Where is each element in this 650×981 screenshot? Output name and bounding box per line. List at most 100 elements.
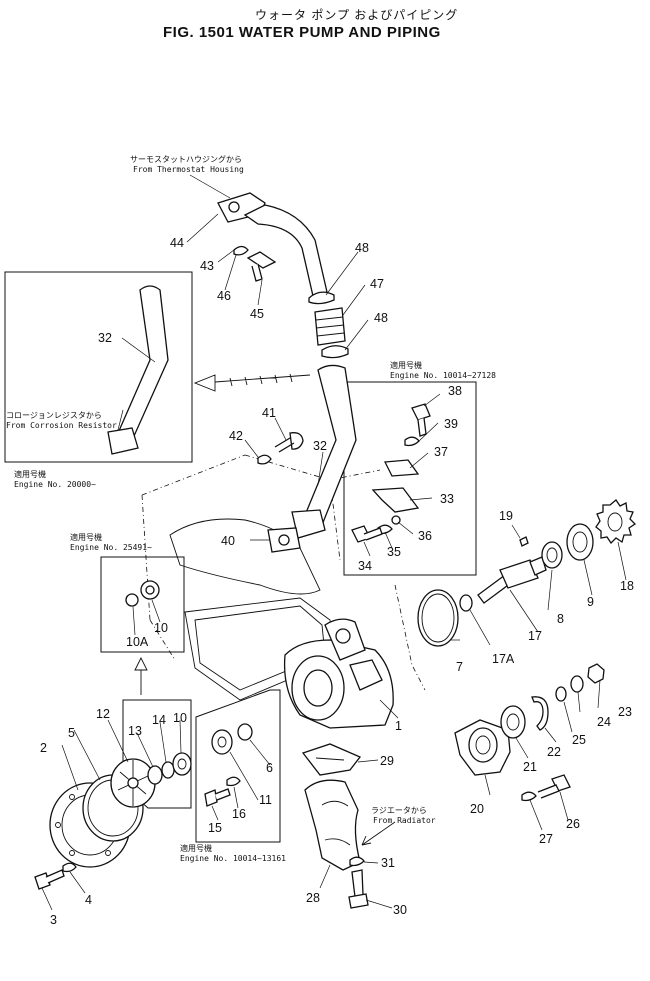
o-ring-7 <box>417 589 459 647</box>
belt-line <box>394 584 426 691</box>
label-9: 9 <box>587 595 594 609</box>
label-16: 16 <box>232 807 246 821</box>
label-32: 32 <box>313 439 327 453</box>
nut-23 <box>587 663 605 684</box>
label-37: 37 <box>434 445 448 459</box>
washer-4 <box>62 862 77 873</box>
box-engine-10014-27128 <box>343 381 477 576</box>
label-35: 35 <box>387 545 401 559</box>
hose-clamp-48-lower <box>321 345 349 359</box>
box-parts-11-16 <box>195 689 281 843</box>
note-engine-25491: Engine No. 25491~ <box>70 543 152 552</box>
label-22: 22 <box>547 745 561 759</box>
label-48-upper: 48 <box>355 241 369 255</box>
label-28: 28 <box>306 891 320 905</box>
label-1: 1 <box>395 719 402 733</box>
label-33: 33 <box>440 492 454 506</box>
seal-11 <box>211 729 233 755</box>
label-43: 43 <box>200 259 214 273</box>
label-21: 21 <box>523 760 537 774</box>
hose-clamp-48-upper <box>308 291 335 305</box>
label-3: 3 <box>50 913 57 927</box>
label-17a: 17A <box>492 652 515 666</box>
label-25: 25 <box>572 733 586 747</box>
label-40: 40 <box>221 534 235 548</box>
bolt-45 <box>246 251 277 282</box>
note-thermostat-en: From Thermostat Housing <box>133 165 244 174</box>
label-31: 31 <box>381 856 395 870</box>
bolt-30 <box>348 869 369 909</box>
seal-14 <box>161 761 175 779</box>
label-6: 6 <box>266 761 273 775</box>
figure-title-japanese: ウォータ ポンプ およびパイピング <box>255 8 459 22</box>
seal-10a <box>125 593 139 607</box>
note-engine-20000: Engine No. 20000~ <box>14 480 96 489</box>
washer-42 <box>257 454 272 465</box>
radiator-arrow <box>361 821 396 846</box>
note-applicable-jp-3: 適用号機 <box>390 361 422 370</box>
label-10a: 10A <box>126 635 149 649</box>
box-engine-25491 <box>100 556 185 653</box>
bracket-33 <box>371 487 420 513</box>
bolt-26 <box>537 774 571 799</box>
label-5: 5 <box>68 726 75 740</box>
label-45: 45 <box>250 307 264 321</box>
note-engine-10014-27128: Engine No. 10014~27128 <box>390 371 496 380</box>
label-17: 17 <box>528 629 542 643</box>
inset-water-pipe-32 <box>114 285 169 446</box>
note-corrosion-jp: コロージョンレジスタから <box>6 411 102 420</box>
pipe-flange-40 <box>267 509 326 553</box>
note-applicable-jp-2: 適用号機 <box>70 533 102 542</box>
inset-box-corrosion <box>4 271 193 463</box>
note-applicable-jp-4: 適用号機 <box>180 844 212 853</box>
label-20: 20 <box>470 802 484 816</box>
label-11: 11 <box>259 793 272 807</box>
label-47: 47 <box>370 277 384 291</box>
label-13: 13 <box>128 724 142 738</box>
washer-31 <box>349 856 365 867</box>
seal-10-lower <box>172 752 192 776</box>
note-engine-10014-13161: Engine No. 10014~13161 <box>180 854 286 863</box>
label-19: 19 <box>499 509 513 523</box>
label-46: 46 <box>217 289 231 303</box>
snap-ring-22 <box>531 696 549 731</box>
label-24: 24 <box>597 715 611 729</box>
upward-arrow <box>134 656 148 695</box>
shaft-17 <box>477 556 547 604</box>
gear-18 <box>595 499 637 545</box>
label-15: 15 <box>208 821 222 835</box>
label-10-lower: 10 <box>173 711 187 725</box>
upper-water-pipe-43 <box>243 204 328 297</box>
leader-lines <box>41 174 627 911</box>
washer-16 <box>226 776 241 787</box>
housing-20 <box>454 719 511 776</box>
washer-25 <box>555 686 567 702</box>
label-29: 29 <box>380 754 394 768</box>
figure-title: FIG. 1501 WATER PUMP AND PIPING <box>163 24 441 41</box>
label-12: 12 <box>96 707 110 721</box>
part-labels: 44 43 46 45 48 47 48 32 41 42 32 40 38 3… <box>40 236 634 927</box>
inlet-connector-28 <box>304 779 361 871</box>
clip-37 <box>383 459 420 477</box>
label-27: 27 <box>539 832 553 846</box>
bolt-3 <box>34 869 65 890</box>
lock-washer-24 <box>570 675 584 693</box>
note-corrosion-en: From Corrosion Resistor <box>6 421 117 430</box>
label-41: 41 <box>262 406 276 420</box>
note-applicable-jp-1: 適用号機 <box>14 470 46 479</box>
label-23: 23 <box>618 705 632 719</box>
impeller-12 <box>110 758 156 808</box>
label-32-inset: 32 <box>98 331 112 345</box>
water-pipe-32 <box>302 364 357 526</box>
label-48-lower: 48 <box>374 311 388 325</box>
seal-13 <box>147 765 163 785</box>
label-8: 8 <box>557 612 564 626</box>
label-36: 36 <box>418 529 432 543</box>
label-7: 7 <box>456 660 463 674</box>
note-radiator-jp: ラジエータから <box>371 806 427 815</box>
inset-arrow <box>193 373 311 392</box>
washer-39 <box>404 436 420 447</box>
bolt-41 <box>274 432 304 453</box>
label-2: 2 <box>40 741 47 755</box>
